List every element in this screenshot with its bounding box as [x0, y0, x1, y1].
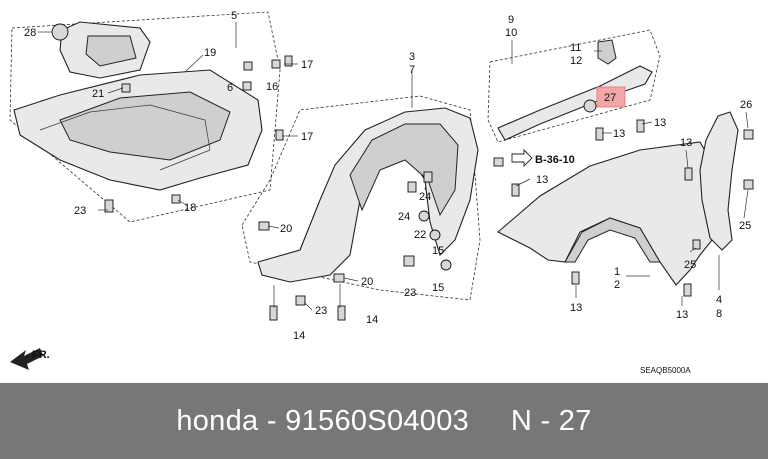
callout-27: 27	[604, 92, 616, 104]
diagram-code: SEAQB5000A	[640, 366, 691, 375]
callout-14a: 14	[293, 330, 305, 342]
callout-13e: 13	[570, 302, 582, 314]
fender-wheel-arch	[564, 217, 661, 263]
callout-23b: 23	[315, 305, 327, 317]
callout-24b: 24	[398, 211, 410, 223]
part-number: 91560S04003	[285, 404, 470, 437]
fasteners	[51, 23, 754, 321]
reference-arrow	[511, 148, 533, 168]
brand-name: honda	[176, 404, 259, 437]
callout-15b: 15	[432, 282, 444, 294]
direction-arrow-icon	[10, 348, 43, 370]
callout-2: 2	[614, 279, 620, 291]
position-number: N - 27	[510, 404, 592, 437]
callout-25a: 25	[739, 220, 751, 232]
reference-label: B-36-10	[535, 154, 575, 166]
callout-3: 3	[409, 51, 415, 63]
leader-lines	[38, 22, 749, 311]
callout-17a: 17	[301, 59, 313, 71]
callout-17b: 17	[301, 131, 313, 143]
callout-26: 26	[740, 99, 752, 111]
front-fender-shape	[497, 141, 717, 286]
brace-frame	[487, 29, 661, 143]
callout-22: 22	[414, 229, 426, 241]
callout-15a: 15	[432, 245, 444, 257]
callout-6: 6	[227, 82, 233, 94]
callout-16: 16	[266, 81, 278, 93]
callout-20b: 20	[361, 276, 373, 288]
caption-bar: honda - 91560S04003 N - 27	[0, 383, 768, 459]
side-brace-shape	[497, 65, 653, 141]
callout-4: 4	[716, 294, 722, 306]
callout-24a: 24	[419, 191, 431, 203]
callout-23a: 23	[74, 205, 86, 217]
parts-diagram: 5 28 19 17 21 6 16 17 23 18 3 7 20 20 23…	[9, 10, 754, 375]
callout-13c: 13	[654, 117, 666, 129]
callout-11: 11	[570, 42, 581, 54]
callout-28: 28	[24, 27, 36, 39]
callout-13b: 13	[613, 128, 625, 140]
callout-10: 10	[505, 27, 517, 39]
highlight-box	[596, 86, 626, 108]
callout-14b: 14	[366, 314, 378, 326]
callout-9: 9	[508, 14, 514, 26]
direction-label: FR.	[32, 349, 50, 361]
callout-20a: 20	[280, 223, 292, 235]
brace-bracket	[597, 39, 617, 65]
callout-21: 21	[92, 88, 104, 100]
under-cover-detail	[39, 104, 211, 171]
callout-7: 7	[409, 64, 415, 76]
side-stay-shape	[699, 111, 739, 251]
callout-5: 5	[231, 10, 237, 22]
callout-18: 18	[184, 202, 196, 214]
callout-13a: 13	[536, 174, 548, 186]
under-cover-rib	[59, 91, 231, 161]
callout-13f: 13	[676, 309, 688, 321]
callout-1: 1	[614, 266, 620, 278]
callout-12: 12	[570, 55, 582, 67]
callout-23c: 23	[404, 287, 416, 299]
callout-25b: 25	[684, 259, 696, 271]
callout-8: 8	[716, 308, 722, 320]
callout-19: 19	[204, 47, 216, 59]
fender-liner-inner	[349, 123, 459, 217]
part-caption: honda - 91560S04003 N - 27	[176, 404, 592, 437]
upper-bracket-inner	[85, 35, 137, 67]
callout-13d: 13	[680, 137, 692, 149]
under-cover-frame	[9, 11, 281, 223]
